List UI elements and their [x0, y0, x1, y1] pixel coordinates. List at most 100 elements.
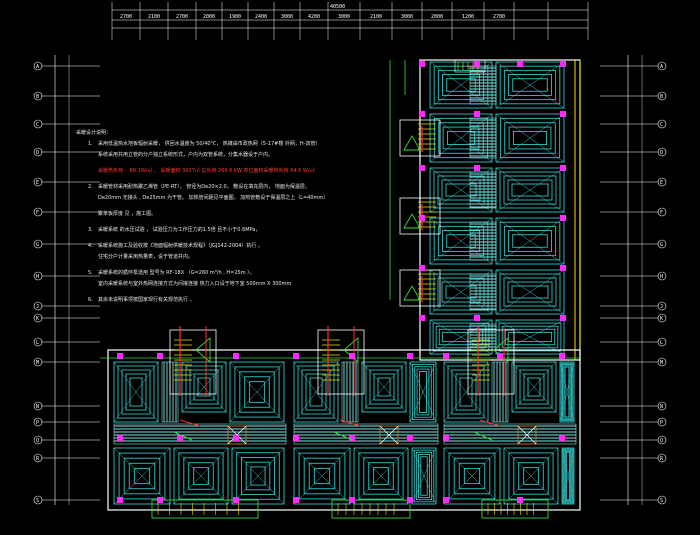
serpentine-border — [491, 361, 509, 423]
coil-loop — [507, 179, 553, 201]
coil-loop — [249, 381, 265, 403]
coil-loop — [411, 363, 435, 421]
axis-bubble — [33, 271, 43, 281]
note-line: 采暖系统 的水压试验 ， 试验压力为工作压力的1.5倍 且不小于0.6MPa， — [98, 226, 260, 233]
coil-loop — [117, 365, 155, 419]
branch-pipe-red — [339, 419, 361, 427]
coil-loop — [293, 447, 351, 505]
axis-bubble-label: M — [36, 360, 39, 366]
coil-fold — [495, 113, 531, 139]
note-number: 3. — [88, 227, 93, 233]
coil-fold — [321, 447, 351, 477]
axis-bubble — [33, 239, 43, 249]
coil-loop — [527, 377, 541, 397]
coil-loop — [512, 234, 548, 248]
coil-fold — [422, 361, 437, 393]
coil-fold — [495, 137, 531, 163]
coil-loop — [297, 365, 335, 419]
coil-loop — [429, 319, 493, 355]
unit-stair-box — [467, 329, 515, 395]
coil-loop — [432, 322, 490, 352]
coil-loop — [441, 179, 481, 201]
manifold-marker — [443, 497, 449, 503]
axis-bubble-label: G — [36, 242, 39, 248]
manifold-marker — [419, 111, 425, 117]
coil-loop — [193, 467, 209, 485]
coil-fold — [471, 447, 501, 477]
manifold-marker — [117, 435, 123, 441]
coil-fold — [443, 391, 467, 423]
coil-loop — [511, 183, 549, 197]
coil-fold — [429, 167, 462, 191]
coil-loop — [413, 449, 435, 503]
axis-bubble — [33, 313, 43, 323]
coil-loop — [504, 122, 556, 154]
unit-stair-core — [317, 326, 365, 396]
coil-loop — [507, 281, 553, 303]
axis-bubble-label: C — [36, 122, 39, 128]
right-wing-corridor-coil — [469, 273, 497, 311]
coil-loop — [358, 452, 404, 500]
right-wing-corridor-coil — [469, 221, 497, 261]
right-wing-corridor-coil — [469, 65, 497, 105]
axis-bubble-label: A — [36, 64, 39, 70]
coil-fold — [200, 447, 229, 477]
coil-fold — [429, 240, 462, 265]
manifold-marker — [233, 435, 239, 441]
coil-loop — [245, 461, 271, 491]
coil-fold — [460, 84, 493, 109]
coil-fold — [383, 361, 407, 388]
unit-coil-dining — [353, 447, 409, 505]
coil-fold — [380, 475, 409, 505]
coil-fold — [203, 361, 227, 388]
coil-loop — [373, 373, 395, 401]
coil-fold — [409, 361, 424, 393]
manifold-marker — [474, 315, 480, 321]
coil-fold — [460, 319, 493, 338]
coil-fold — [503, 475, 532, 505]
coil-fold — [530, 475, 559, 505]
coil-fold — [257, 475, 285, 505]
unit-coil-living — [361, 361, 407, 413]
unit-coil-dining — [173, 447, 229, 505]
manifold-marker — [560, 165, 566, 171]
coil-loop — [433, 221, 489, 261]
unit-coil-living-large — [113, 447, 171, 505]
axis-bubble — [33, 91, 43, 101]
coil-fold — [200, 475, 229, 505]
coil-loop — [499, 171, 561, 209]
axis-bubble-label: D — [660, 150, 663, 156]
coil-loop — [508, 126, 552, 150]
axis-bubble — [657, 453, 667, 463]
coil-loop — [441, 331, 481, 343]
coil-loop — [361, 361, 407, 413]
axis-bubble — [33, 357, 43, 367]
coil-loop — [519, 369, 549, 405]
coil-loop — [446, 78, 476, 92]
serpentine-border — [293, 423, 439, 445]
manifold-marker — [419, 265, 425, 271]
unit-coil-bedroom-2 — [229, 361, 285, 423]
coil-loop — [308, 462, 336, 490]
coil-loop — [293, 361, 339, 423]
right-wing-coil-left — [429, 61, 493, 109]
coil-fold — [361, 361, 385, 388]
axis-bubble-label: B — [36, 94, 39, 100]
coil-loop — [445, 285, 477, 299]
coil-loop — [437, 225, 485, 257]
coil-fold — [495, 291, 531, 315]
coil-loop — [435, 325, 487, 349]
coil-fold — [460, 240, 493, 265]
manifold-marker — [474, 61, 480, 67]
coil-fold — [429, 189, 462, 213]
manifold-marker — [177, 435, 183, 441]
coil-loop — [563, 365, 571, 419]
branch-pipe-red — [479, 419, 501, 427]
coil-fold — [321, 475, 351, 505]
right-wing-coil-right — [495, 319, 565, 355]
right-wing-coil-right — [495, 269, 565, 315]
coil-fold — [529, 336, 565, 355]
axis-bubble — [657, 301, 667, 311]
axis-bubble-label: S — [660, 498, 663, 504]
